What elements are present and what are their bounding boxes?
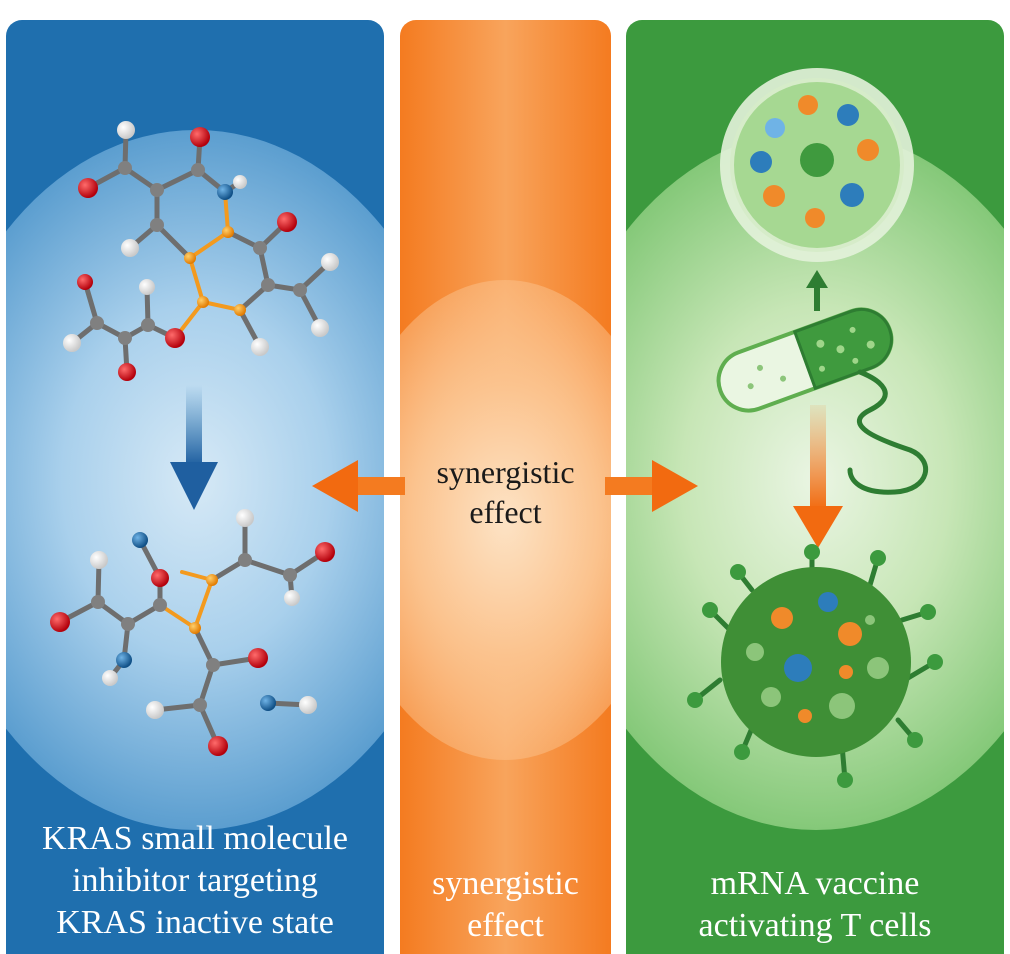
inhibition-arrow — [170, 385, 218, 510]
activation-arrow — [793, 405, 843, 548]
middle-panel-caption: synergistic effect — [432, 865, 579, 944]
mrna-strand — [847, 369, 929, 495]
middle-panel: synergistic effect — [400, 20, 611, 954]
antigen-dish — [720, 68, 914, 262]
synergy-arrow — [312, 460, 698, 512]
molecule-bottom-atoms — [50, 509, 335, 756]
left-panel-caption: KRAS small molecule inhibitor targeting … — [42, 820, 348, 941]
right-panel-caption: mRNA vaccine activating T cells — [698, 865, 932, 944]
molecule-top-atoms — [63, 121, 339, 381]
t-cell-body — [687, 544, 943, 788]
middle-panel-glow — [400, 280, 611, 760]
mrna-capsule — [716, 307, 894, 413]
up-arrow — [806, 270, 828, 311]
synergy-label: synergistic effect — [436, 454, 575, 530]
